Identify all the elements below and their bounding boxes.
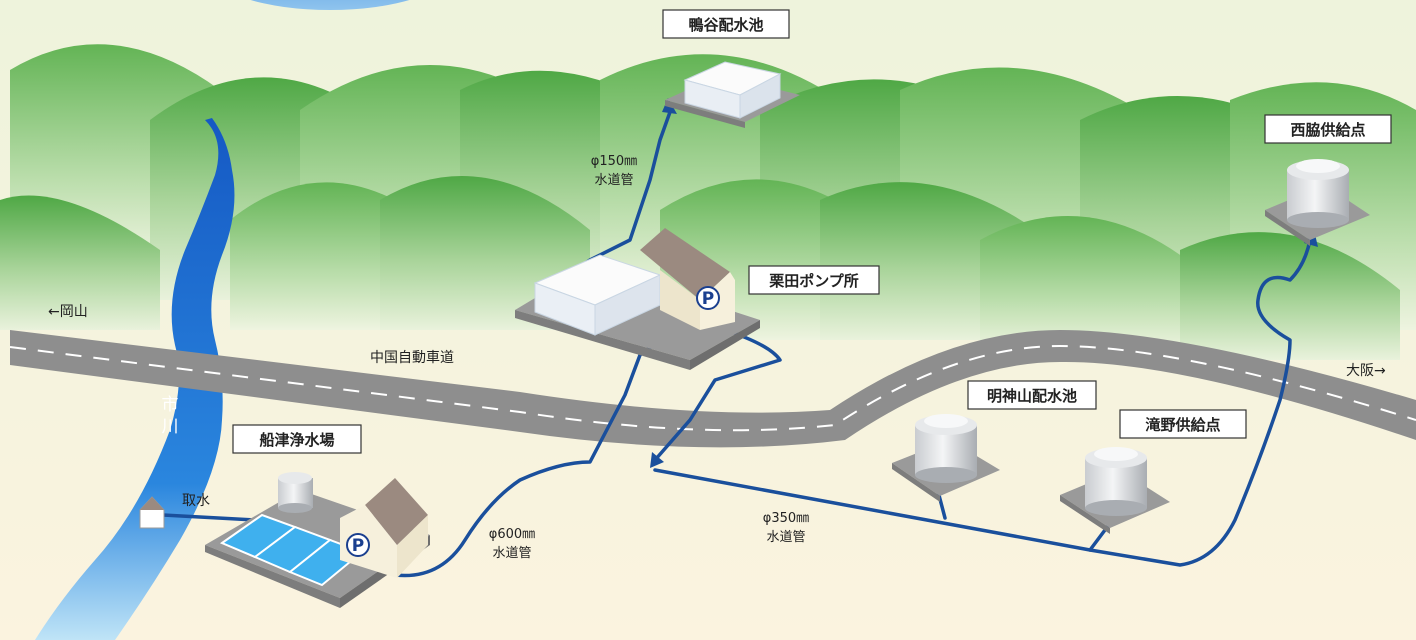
water-tank-icon: [665, 61, 800, 128]
direction-okayama: ←岡山: [48, 304, 88, 320]
river-name-char-2: 川: [162, 417, 179, 437]
label-takino: 滝野供給点: [1145, 416, 1220, 434]
label-nishiwaki: 西脇供給点: [1290, 121, 1365, 139]
direction-osaka: 大阪→: [1346, 363, 1386, 379]
pipe-600-kind: 水道管: [492, 546, 531, 561]
pump-symbol-kurida: P: [702, 289, 714, 309]
intake-house-icon: [139, 496, 165, 529]
pump-symbol-funatsu: P: [352, 536, 364, 556]
pipe-150-kind: 水道管: [594, 173, 633, 188]
label-myojinyama: 明神山配水池: [987, 387, 1077, 405]
pipe-350-kind: 水道管: [766, 530, 805, 545]
kurida-outlet-arrow: [650, 452, 664, 468]
pipe-600-line: [393, 320, 687, 578]
pump-station-icon: P: [515, 228, 760, 370]
water-reservoir-icon: [1060, 447, 1170, 534]
intake-line: [161, 513, 257, 522]
pipe-350-diameter: φ350㎜: [763, 511, 809, 526]
road-name: 中国自動車道: [370, 349, 454, 366]
expressway: [9, 330, 1416, 448]
facility-labels: 鴨谷配水池 栗田ポンプ所 西脇供給点 明神山配水池 滝野供給点 船津浄水場: [232, 9, 1392, 454]
label-funatsu: 船津浄水場: [259, 431, 334, 449]
water-reservoir-icon: [892, 414, 1000, 502]
pump-station-icon: P: [205, 472, 430, 608]
river: [35, 118, 235, 640]
water-reservoir-icon: [1265, 159, 1370, 246]
river-name-char-1: 市: [162, 395, 179, 415]
pipe-600-diameter: φ600㎜: [489, 527, 535, 542]
label-kamodani: 鴨谷配水池: [688, 16, 763, 34]
pipe-350-line: [653, 238, 1312, 567]
pipe-150-diameter: φ150㎜: [591, 154, 637, 169]
intake-label: 取水: [182, 493, 210, 509]
sky-blob: [250, 0, 410, 10]
label-kurida: 栗田ポンプ所: [769, 272, 859, 290]
